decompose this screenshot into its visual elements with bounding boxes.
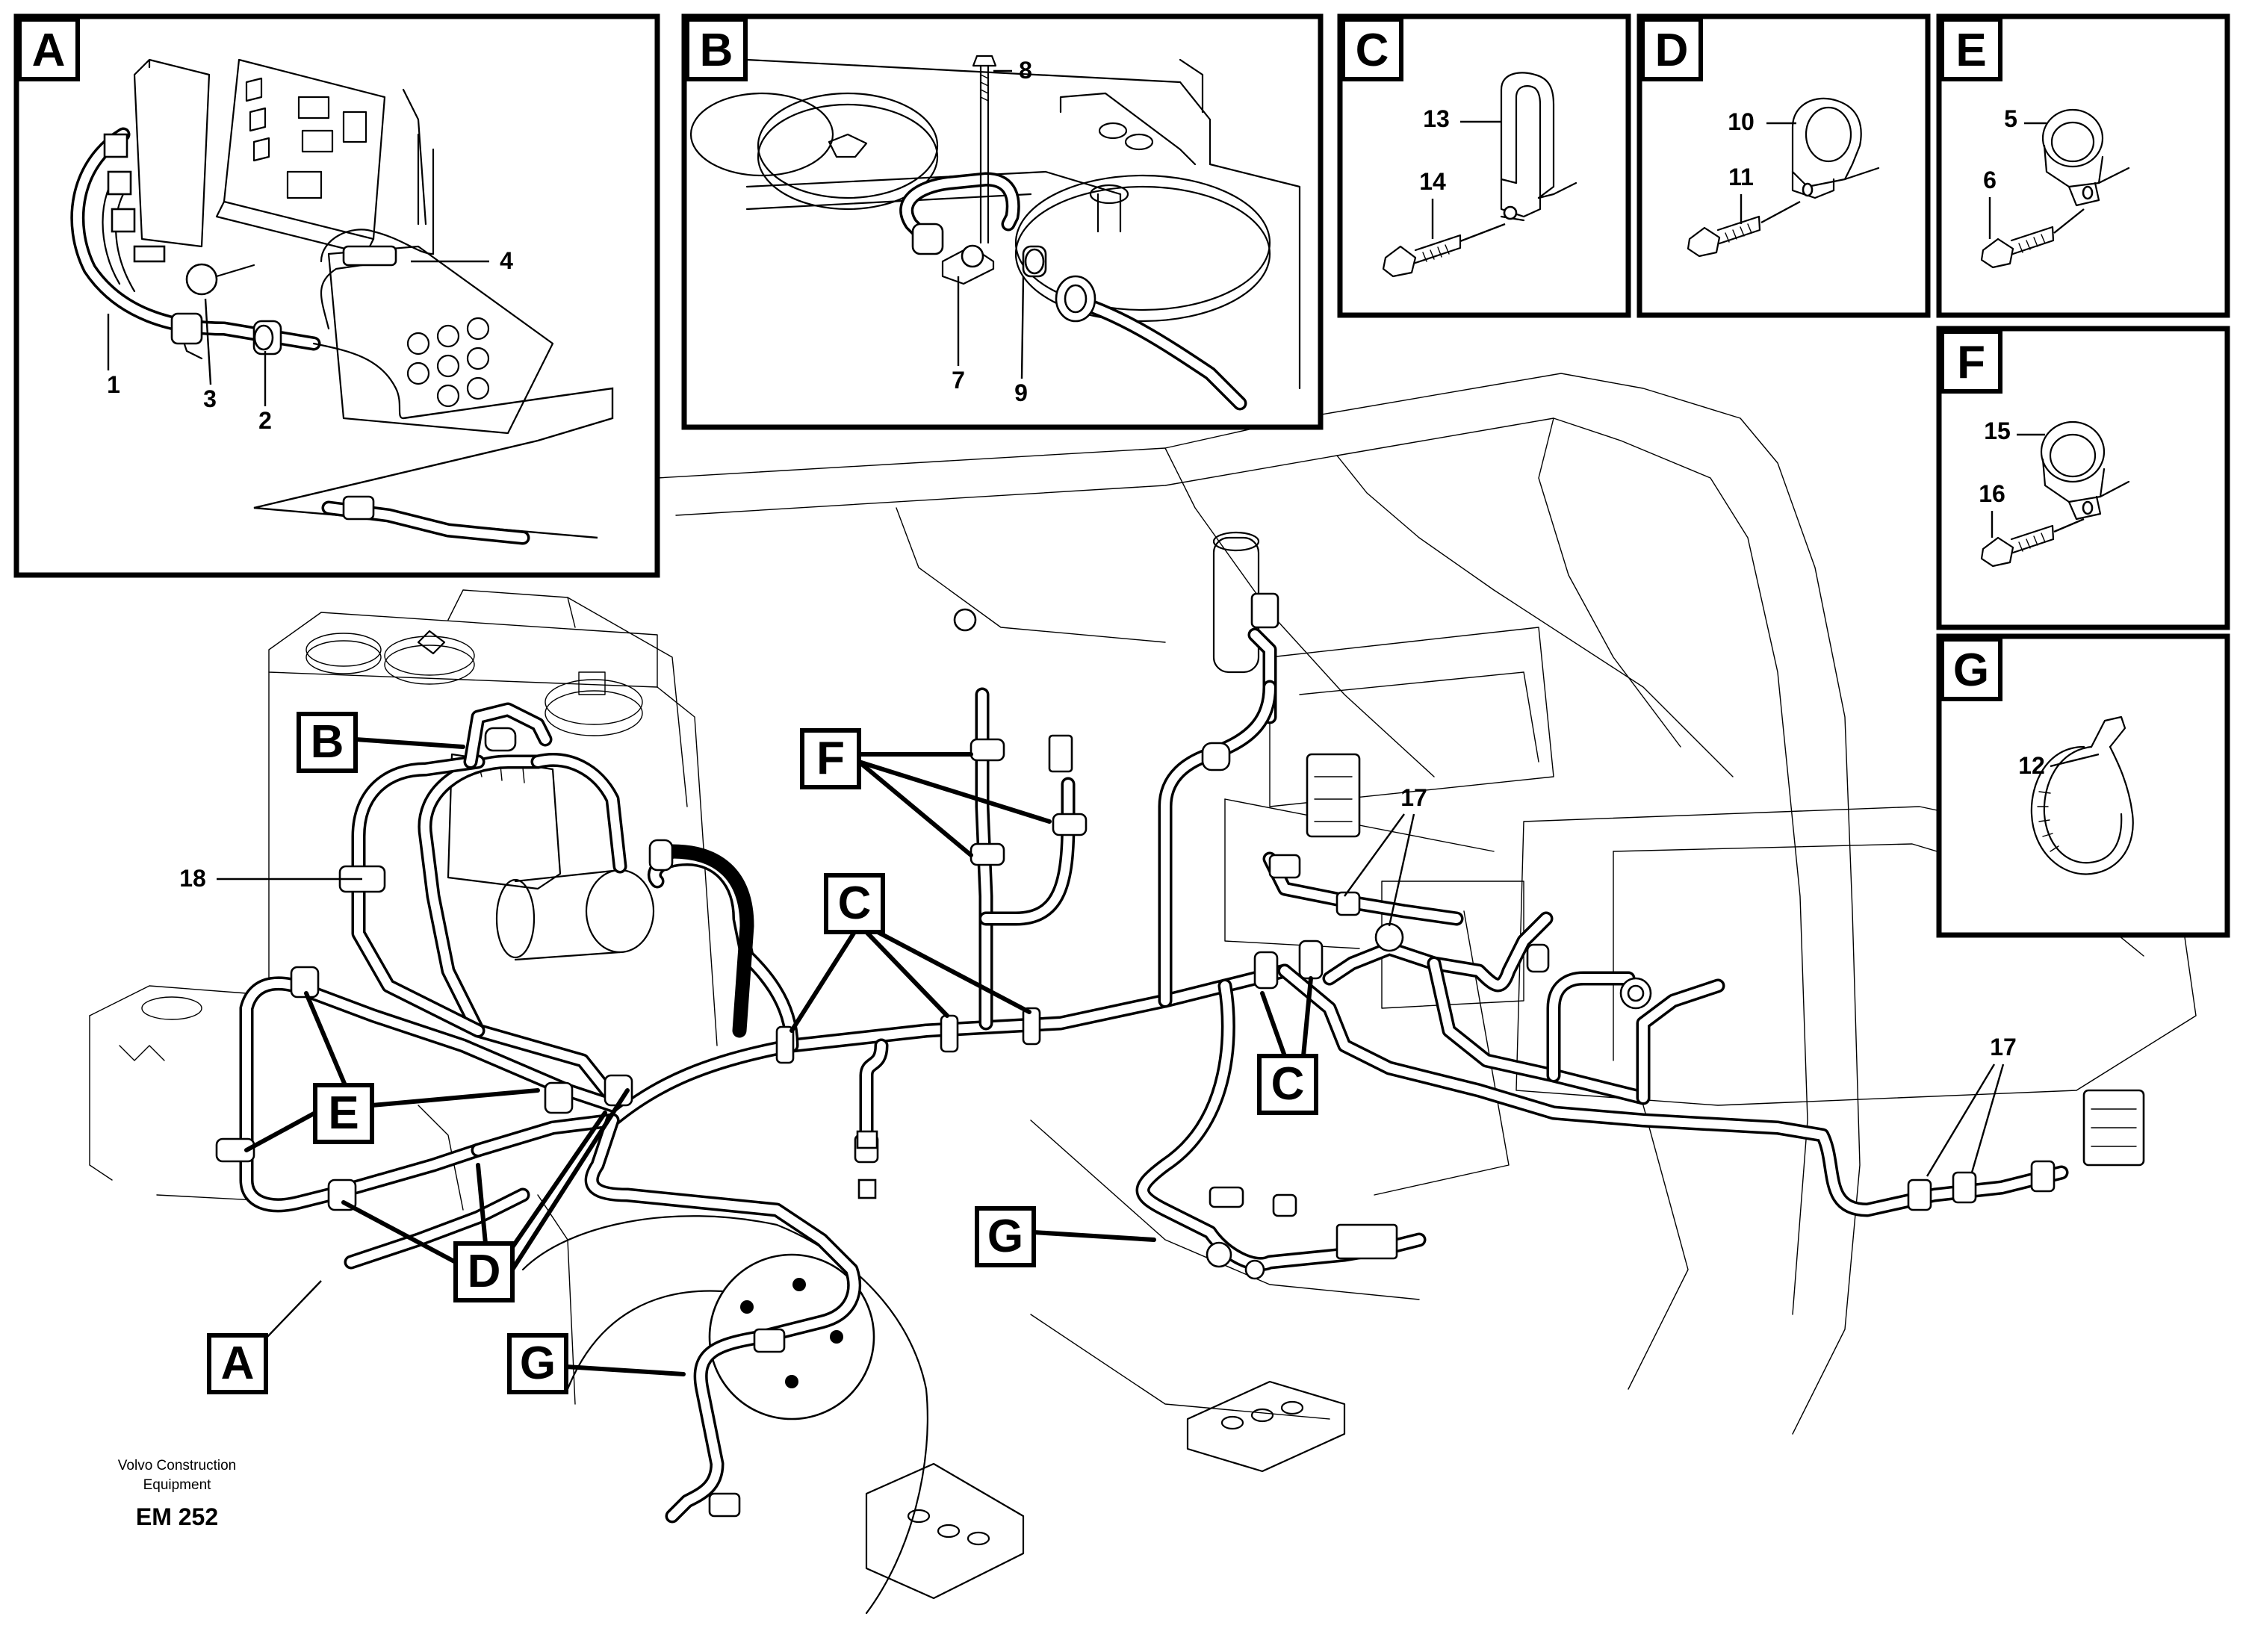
panel-g: G 12	[1936, 633, 2230, 938]
footer: Volvo Construction Equipment EM 252	[118, 1458, 236, 1530]
callout-g1-label: G	[987, 1211, 1023, 1262]
part-13-label: 13	[1423, 105, 1450, 132]
drawing-code: EM 252	[136, 1503, 218, 1530]
callout-c1-label: C	[838, 878, 872, 929]
callout-18-label: 18	[179, 865, 206, 892]
callout-17a-label: 17	[1400, 784, 1427, 811]
panel-a: A	[13, 13, 660, 578]
panel-b: B 8	[681, 13, 1324, 430]
part-12-label: 12	[2018, 752, 2045, 779]
engine-block	[89, 589, 718, 1405]
relay-board	[133, 58, 435, 255]
part-5-label: 5	[2004, 105, 2017, 132]
panel-f: F 15 16	[1936, 326, 2230, 630]
part-3-label: 3	[203, 385, 217, 412]
starter-motor	[495, 869, 655, 961]
main-machine-view: B 18 F C C E D	[89, 373, 2197, 1615]
panel-a-letter: A	[32, 25, 66, 76]
callout-e-label: E	[328, 1087, 359, 1139]
harness-connectors	[856, 608, 2145, 1260]
callout-d-label: D	[468, 1246, 501, 1297]
perforated-plate	[327, 245, 554, 435]
part-6-label: 6	[1983, 167, 1997, 193]
callout-b-label: B	[311, 716, 344, 768]
part-14-label: 14	[1419, 168, 1446, 195]
axle-hub	[521, 1215, 1346, 1615]
panel-c: C 13 14	[1337, 13, 1631, 318]
company-name-line2: Equipment	[143, 1477, 212, 1493]
callout-17b-label: 17	[1990, 1034, 2017, 1061]
part-2-label: 2	[258, 407, 272, 434]
panel-g-letter: G	[1953, 645, 1989, 696]
engine-top-detail	[689, 58, 1301, 390]
part-10-label: 10	[1728, 108, 1755, 135]
part-15-label: 15	[1984, 417, 2011, 444]
callout-a-label: A	[221, 1338, 255, 1389]
main-view-callouts: B 18 F C C E D	[179, 712, 2017, 1394]
part-4-label: 4	[500, 247, 513, 274]
part-11-label: 11	[1728, 164, 1754, 190]
callout-g2-label: G	[520, 1338, 556, 1389]
panel-d: D 10 11	[1637, 13, 1931, 318]
company-name-line1: Volvo Construction	[118, 1458, 236, 1474]
panel-e-letter: E	[1955, 25, 1986, 76]
callout-f-label: F	[816, 733, 845, 784]
panel-f-letter: F	[1957, 337, 1985, 388]
panel-d-letter: D	[1655, 25, 1689, 76]
part-16-label: 16	[1979, 480, 2005, 507]
panel-e: E 5 6	[1936, 13, 2230, 318]
panel-c-letter: C	[1356, 25, 1389, 76]
panel-b-letter: B	[700, 25, 733, 76]
part-1-label: 1	[107, 371, 120, 398]
part-7-label: 7	[952, 367, 965, 394]
part-9-label: 9	[1014, 379, 1028, 406]
part-8-label: 8	[1019, 57, 1032, 84]
callout-c2-label: C	[1271, 1058, 1305, 1110]
